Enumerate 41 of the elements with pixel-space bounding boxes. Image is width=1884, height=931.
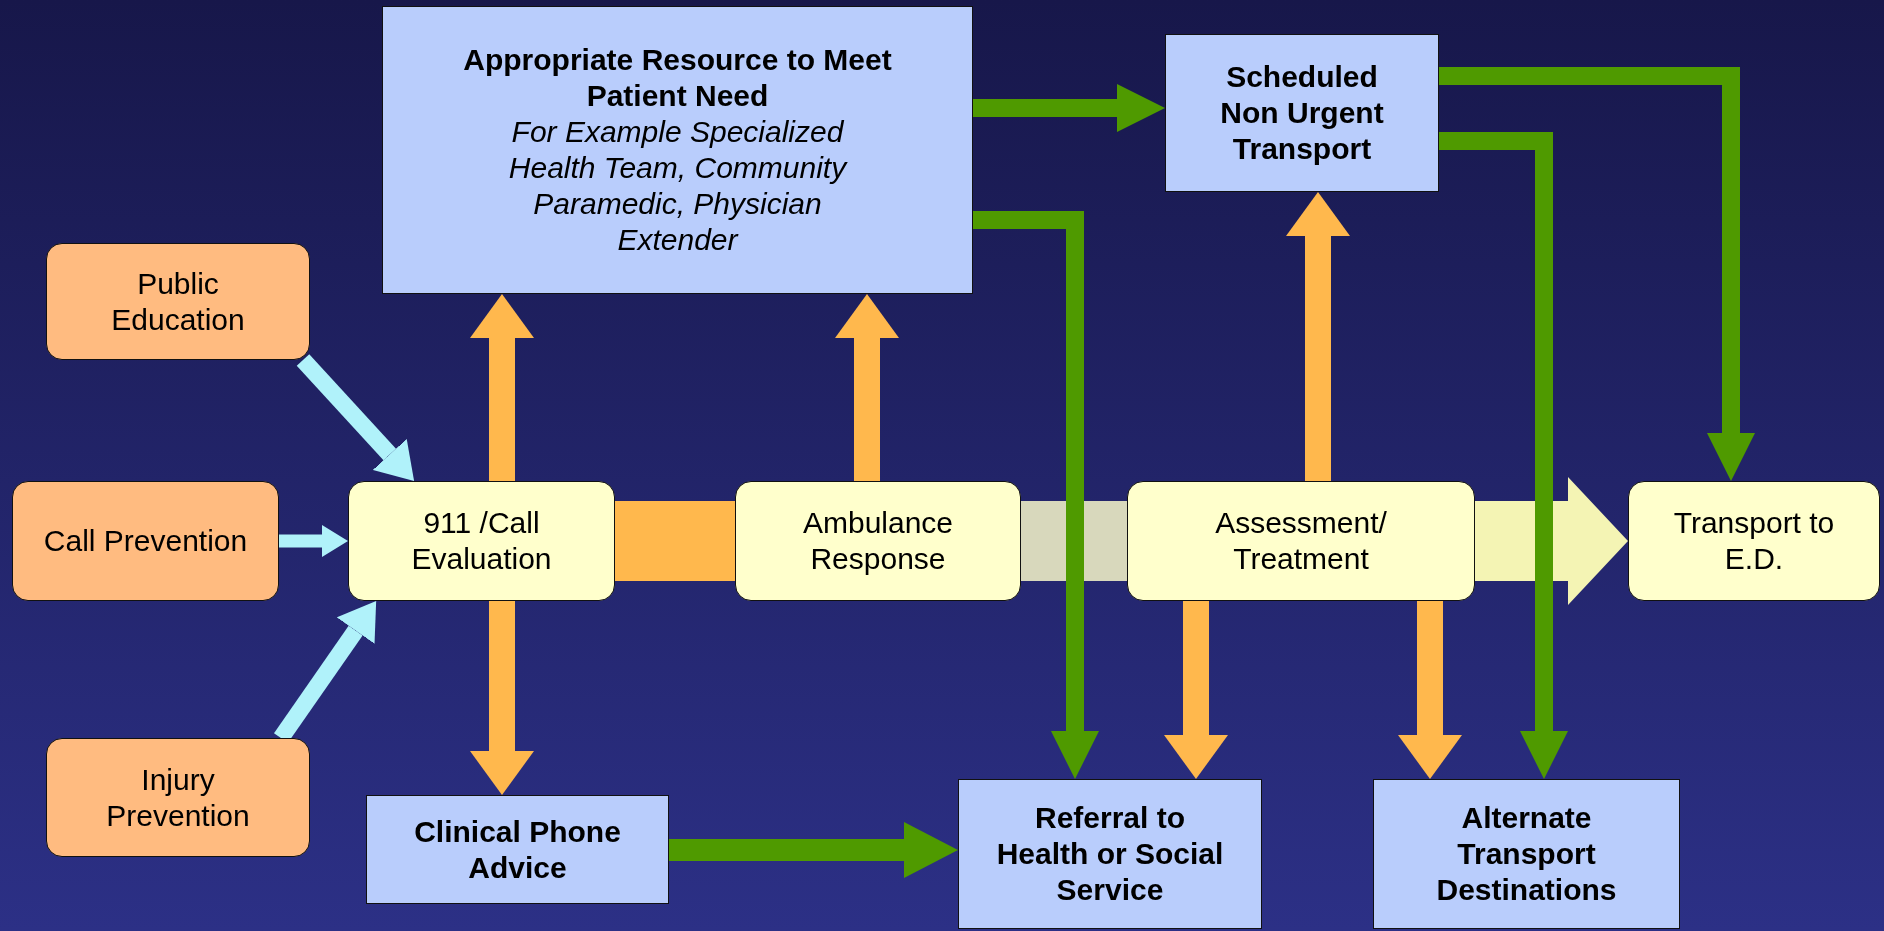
box-label: Assessment/ Treatment	[1214, 505, 1388, 577]
arrow	[296, 354, 415, 481]
arrow	[1398, 601, 1462, 779]
process-box	[1127, 481, 1475, 601]
box-label: Transport to E.D.	[1672, 505, 1836, 577]
process-box	[1165, 34, 1439, 192]
arrow	[1286, 192, 1350, 481]
arrow	[470, 601, 534, 795]
box-label: 911 /Call Evaluation	[410, 505, 553, 577]
box-label: Ambulance Response	[801, 505, 955, 577]
process-box	[348, 481, 615, 601]
process-box	[366, 795, 669, 904]
arrow	[470, 294, 534, 481]
example-text: For Example Specialized Health Team, Community Paramedic, Physician Extender	[507, 114, 849, 258]
arrow	[835, 294, 899, 481]
arrow	[279, 525, 348, 557]
process-box	[735, 481, 1021, 601]
process-box	[12, 481, 279, 601]
box-label: Scheduled Non Urgent Transport	[1219, 59, 1385, 167]
box-label: Public Education	[110, 265, 246, 338]
process-box	[1628, 481, 1880, 601]
process-box	[1373, 779, 1680, 929]
box-label: Referral to Health or Social Service	[995, 800, 1225, 908]
box-label: Call Prevention	[43, 523, 248, 559]
arrow	[1439, 132, 1568, 779]
box-label: Alternate Transport Destinations	[1435, 800, 1618, 908]
flow-bar	[1021, 501, 1127, 581]
arrow	[973, 84, 1165, 132]
flow-bar	[1475, 477, 1628, 605]
arrow	[1439, 67, 1755, 481]
box-label: Appropriate Resource to Meet Patient Need	[462, 42, 893, 114]
process-box	[46, 738, 310, 857]
arrow	[669, 822, 958, 878]
flow-bar	[615, 501, 735, 581]
arrow	[1164, 601, 1228, 779]
box-label: Injury Prevention	[105, 761, 251, 834]
box-label: Clinical Phone Advice	[413, 813, 622, 886]
process-box	[46, 243, 310, 360]
process-box	[958, 779, 1262, 929]
resource-box	[382, 6, 973, 294]
arrow	[973, 211, 1099, 779]
